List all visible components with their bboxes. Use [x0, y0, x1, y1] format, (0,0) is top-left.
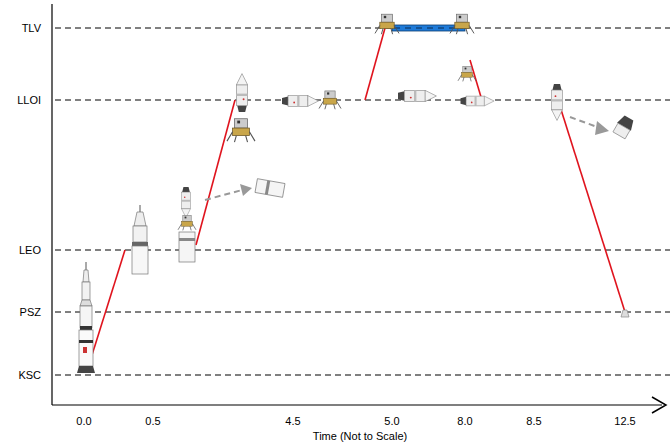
y-axis: [51, 4, 52, 405]
csm-lm-docked: [227, 74, 255, 142]
csm-lm-coast: [282, 91, 341, 109]
tick-label: 0.5: [145, 415, 160, 428]
level-label: LEO: [19, 244, 41, 257]
lm-ascent: [450, 14, 474, 34]
saturn-v: [77, 262, 95, 373]
cm-splashdown: [621, 310, 629, 317]
axis-arrow: [652, 397, 666, 413]
s-ivb-jettisoned: [255, 179, 285, 198]
level-label: KSC: [18, 369, 41, 382]
level-label: LLOI: [17, 94, 41, 107]
lm-descent: [375, 14, 399, 34]
tick-label: 12.5: [614, 415, 635, 428]
csm-rendezvous: [461, 96, 495, 106]
x-axis: [52, 404, 662, 405]
level-label: PSZ: [20, 306, 41, 319]
tick-label: 8.5: [526, 415, 541, 428]
s-ivb-stack: [132, 205, 148, 274]
tick-label: 4.5: [285, 415, 300, 428]
transposition-stack: [178, 187, 196, 262]
lm-ascent-stage: [458, 66, 476, 81]
csm-orbit: [398, 90, 436, 101]
level-lines: [55, 28, 670, 375]
tick-label: 0.0: [76, 415, 91, 428]
cm-separation: [612, 114, 636, 139]
axis-title: Time (Not to Scale): [313, 430, 407, 443]
trajectory: [92, 28, 625, 355]
arrow-head: [240, 184, 252, 196]
tick-label: 8.0: [457, 415, 472, 428]
arrow-head: [595, 121, 609, 135]
jettison-arrow: [205, 117, 600, 200]
tick-label: 5.0: [384, 415, 399, 428]
level-label: TLV: [22, 22, 41, 35]
csm-return: [552, 84, 563, 120]
